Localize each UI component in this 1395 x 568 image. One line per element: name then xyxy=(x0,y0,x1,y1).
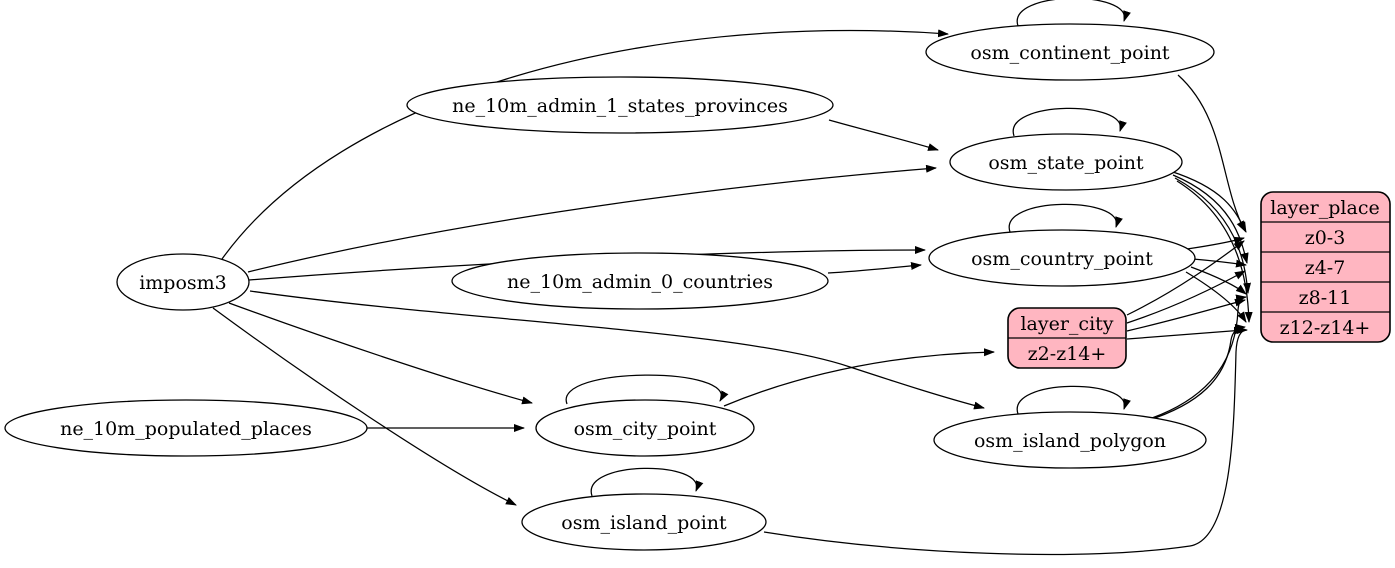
self-loop-osm_island_polygon xyxy=(1016,385,1131,415)
node-osm_island_polygon: osm_island_polygon xyxy=(933,411,1207,469)
edge-osm_continent_point-layer_place-z0-3 xyxy=(1177,74,1246,232)
edge-imposm3-osm_state_point xyxy=(247,164,937,273)
self-loop-osm_state_point xyxy=(1012,107,1127,137)
self-loop-osm_island_point xyxy=(590,467,704,497)
edge-imposm3-osm_city_point xyxy=(228,302,533,405)
edge-osm_country_point-layer_place-z12-z14 xyxy=(1185,271,1247,323)
record-layer_city: layer_city z2-z14+ xyxy=(1007,307,1127,369)
edge-osm_island_polygon-layer_place-z12-z14 xyxy=(1145,323,1246,422)
node-ne_10m_admin_1_states_provinces: ne_10m_admin_1_states_provinces xyxy=(406,76,834,134)
record-layer_place-title: layer_place xyxy=(1270,197,1379,219)
edge-osm_state_point-layer_place-z4-7 xyxy=(1172,174,1249,264)
node-osm_country_point-label: osm_country_point xyxy=(971,248,1153,270)
record-layer_place-row-z4-7: z4-7 xyxy=(1305,257,1346,279)
edge-osm_country_point-layer_place-z4-7 xyxy=(1192,258,1247,268)
node-osm_island_point-label: osm_island_point xyxy=(561,512,727,534)
node-ne_10m_populated_places-shape xyxy=(4,399,368,457)
record-layer_place-row-z8-11: z8-11 xyxy=(1299,287,1352,309)
record-layer_place-row-z12-z14: z12-z14+ xyxy=(1280,317,1371,339)
node-osm_country_point: osm_country_point xyxy=(928,229,1196,287)
node-osm_island_polygon-shape xyxy=(933,411,1207,469)
node-osm_city_point: osm_city_point xyxy=(535,399,755,457)
node-osm_island_point-shape xyxy=(521,493,767,551)
edge-osm_country_point-layer_place-z0-3 xyxy=(1186,236,1245,250)
self-loop-osm_continent_point xyxy=(1016,0,1131,27)
edge-ne_10m_admin_0_countries-osm_country_point xyxy=(827,261,922,274)
node-imposm3-label: imposm3 xyxy=(139,272,227,294)
edge-layer_city-layer_place-z0-3 xyxy=(1126,240,1245,316)
node-ne_10m_admin_1_states_provinces-label: ne_10m_admin_1_states_provinces xyxy=(452,95,788,117)
edge-layer_city-layer_place-z4-7 xyxy=(1126,270,1246,324)
record-layer_place-row-z0-3: z0-3 xyxy=(1305,227,1346,249)
edge-osm_state_point-layer_place-z8-11 xyxy=(1174,177,1252,294)
record-layer_place: layer_place z0-3 z4-7 z8-11 z12-z14+ xyxy=(1260,191,1391,343)
node-ne_10m_admin_0_countries-shape xyxy=(451,252,829,310)
node-imposm3-shape xyxy=(116,253,250,311)
node-ne_10m_populated_places: ne_10m_populated_places xyxy=(4,399,368,457)
node-osm_continent_point: osm_continent_point xyxy=(925,23,1215,81)
edge-osm_island_polygon-layer_place-z8-11 xyxy=(1151,294,1247,419)
edge-layer_city-layer_place-z8-11 xyxy=(1126,298,1246,332)
edge-osm_island_point-layer_place-z12-z14 xyxy=(763,326,1248,556)
edge-imposm3-osm_island_point xyxy=(212,307,517,506)
edge-imposm3-osm_continent_point xyxy=(221,29,949,260)
edge-ne_10m_admin_1_states_provinces-osm_state_point xyxy=(828,119,939,151)
node-osm_country_point-shape xyxy=(928,229,1196,287)
edge-layer_city-layer_place-z12-z14 xyxy=(1126,326,1245,340)
edge-imposm3-osm_island_polygon xyxy=(249,290,985,410)
node-osm_continent_point-shape xyxy=(925,23,1215,81)
node-osm_island_point: osm_island_point xyxy=(521,493,767,551)
node-ne_10m_populated_places-label: ne_10m_populated_places xyxy=(60,418,312,440)
node-ne_10m_admin_0_countries-label: ne_10m_admin_0_countries xyxy=(507,271,773,293)
node-osm_state_point-shape xyxy=(949,133,1183,191)
node-osm_state_point-label: osm_state_point xyxy=(988,152,1144,174)
edge-osm_city_point-layer_city-z2-z14 xyxy=(723,348,995,407)
edge-osm_state_point-layer_place-z0-3 xyxy=(1169,170,1247,233)
node-imposm3: imposm3 xyxy=(116,253,250,311)
node-osm_city_point-shape xyxy=(535,399,755,457)
node-ne_10m_admin_1_states_provinces-shape xyxy=(406,76,834,134)
self-loop-osm_country_point xyxy=(1008,203,1123,233)
node-osm_island_polygon-label: osm_island_polygon xyxy=(974,430,1166,452)
self-loop-osm_city_point xyxy=(565,374,729,405)
node-osm_state_point: osm_state_point xyxy=(949,133,1183,191)
edge-osm_state_point-layer_place-z12-z14 xyxy=(1176,180,1253,323)
record-layer_place-box xyxy=(1260,191,1391,343)
node-osm_continent_point-label: osm_continent_point xyxy=(970,42,1170,64)
record-layer_city-title: layer_city xyxy=(1020,313,1113,335)
node-ne_10m_admin_0_countries: ne_10m_admin_0_countries xyxy=(451,252,829,310)
record-layer_city-row-z2-z14: z2-z14+ xyxy=(1028,343,1107,365)
edges xyxy=(212,0,1253,556)
node-osm_city_point-label: osm_city_point xyxy=(574,418,717,440)
